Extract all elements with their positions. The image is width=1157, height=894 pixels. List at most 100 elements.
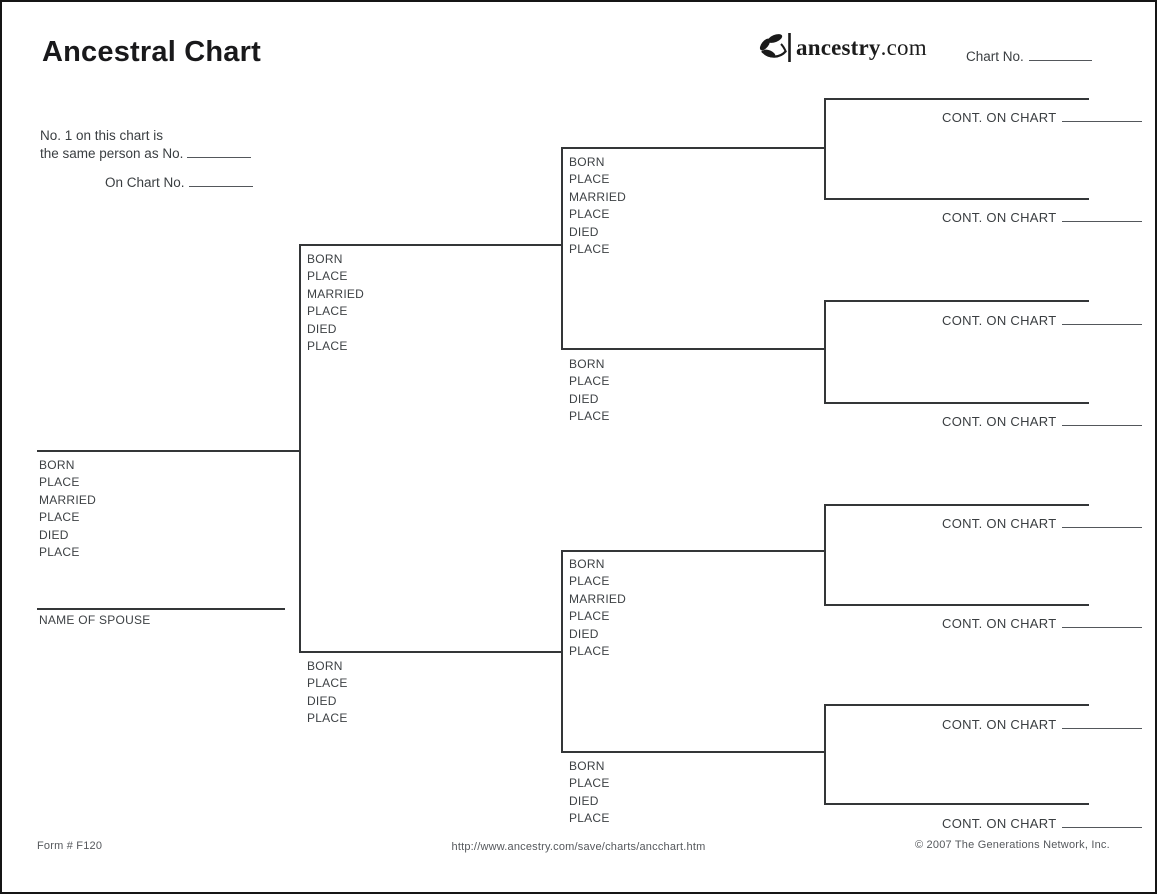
field-label: PLACE [569, 374, 610, 389]
field-label: MARRIED [39, 492, 97, 507]
line-grandfather-maternal [562, 550, 826, 552]
cont-on-chart-row-1: CONT. ON CHART [942, 109, 1143, 125]
cont-chart-number-field-6[interactable] [1062, 615, 1143, 628]
field-label: BORN [569, 357, 605, 371]
field-label: BORN [569, 759, 605, 773]
field-label: DIED [569, 391, 599, 406]
grandfather-maternal-field-labels: BORN PLACE MARRIED PLACE DIED PLACE [569, 556, 626, 660]
line-grandmother-maternal [562, 751, 826, 753]
cont-on-chart-label: CONT. ON CHART [942, 717, 1057, 732]
name-of-spouse-label: NAME OF SPOUSE [39, 613, 151, 627]
cont-on-chart-label: CONT. ON CHART [942, 414, 1057, 429]
field-label: DIED [307, 693, 337, 708]
footer-copyright: © 2007 The Generations Network, Inc. [915, 839, 1110, 851]
field-label: PLACE [569, 172, 610, 187]
on-chart-no-field[interactable] [188, 174, 253, 187]
cont-chart-number-field-4[interactable] [1062, 413, 1143, 426]
field-label: BORN [307, 252, 343, 266]
intro-line-2: the same person as No. [40, 145, 253, 163]
line-mother [300, 651, 563, 653]
cont-on-chart-label: CONT. ON CHART [942, 616, 1057, 631]
field-label: PLACE [569, 242, 610, 257]
ancestry-logo: ancestry.com [757, 31, 927, 65]
cont-on-chart-row-2: CONT. ON CHART [942, 209, 1143, 225]
page-title: Ancestral Chart [42, 36, 261, 68]
bracket-gen2 [299, 244, 301, 653]
line-greatgrandparent-4 [825, 402, 1089, 404]
line-greatgrandparent-6 [825, 604, 1089, 606]
cont-chart-number-field-5[interactable] [1062, 515, 1143, 528]
cont-on-chart-row-6: CONT. ON CHART [942, 615, 1143, 631]
bracket-gen4-1 [824, 98, 826, 200]
field-label: MARRIED [569, 591, 627, 606]
cont-chart-number-field-2[interactable] [1062, 209, 1143, 222]
brand-name: ancestry [796, 35, 881, 60]
field-label: DIED [569, 793, 599, 808]
field-label: PLACE [307, 339, 348, 354]
cont-chart-number-field-1[interactable] [1062, 109, 1143, 122]
chart-no-field[interactable] [1028, 48, 1092, 61]
footer-form-number: Form # F120 [37, 840, 103, 852]
cont-on-chart-label: CONT. ON CHART [942, 313, 1057, 328]
brand-tld: .com [880, 35, 927, 60]
line-father [300, 244, 563, 246]
field-label: DIED [307, 321, 337, 336]
bracket-gen3-maternal [561, 550, 563, 753]
field-label: PLACE [307, 676, 348, 691]
bracket-gen4-2 [824, 300, 826, 404]
intro-line-1: No. 1 on this chart is [40, 128, 164, 143]
field-label: PLACE [39, 545, 80, 560]
line-greatgrandparent-1 [825, 98, 1089, 100]
line-greatgrandparent-8 [825, 803, 1089, 805]
field-label: PLACE [569, 409, 610, 424]
field-label: BORN [307, 659, 343, 673]
mother-field-labels: BORN PLACE DIED PLACE [307, 658, 348, 728]
bracket-gen4-4 [824, 704, 826, 805]
field-label: PLACE [569, 574, 610, 589]
chart-no-label: Chart No. [966, 49, 1024, 64]
line-spouse [37, 608, 285, 610]
field-label: PLACE [569, 644, 610, 659]
field-label: PLACE [39, 475, 80, 490]
line-greatgrandparent-2 [825, 198, 1089, 200]
field-label: DIED [569, 626, 599, 641]
bracket-gen4-3 [824, 504, 826, 606]
field-label: MARRIED [307, 286, 365, 301]
cont-on-chart-label: CONT. ON CHART [942, 210, 1057, 225]
cont-chart-number-field-7[interactable] [1062, 716, 1143, 729]
line-person1 [37, 450, 300, 452]
field-label: BORN [569, 155, 605, 169]
grandfather-paternal-field-labels: BORN PLACE MARRIED PLACE DIED PLACE [569, 154, 626, 258]
field-label: PLACE [307, 269, 348, 284]
field-label: PLACE [569, 207, 610, 222]
footer-url: http://www.ancestry.com/save/charts/ancc… [451, 841, 706, 853]
line-greatgrandparent-7 [825, 704, 1089, 706]
field-label: PLACE [569, 609, 610, 624]
line-grandfather-paternal [562, 147, 826, 149]
grandmother-paternal-field-labels: BORN PLACE DIED PLACE [569, 356, 610, 426]
cont-on-chart-row-8: CONT. ON CHART [942, 815, 1143, 831]
field-label: MARRIED [569, 189, 627, 204]
cont-on-chart-row-3: CONT. ON CHART [942, 312, 1143, 328]
ancestry-leaf-icon [759, 33, 791, 62]
line-greatgrandparent-3 [825, 300, 1089, 302]
same-person-no-field[interactable] [187, 145, 252, 158]
field-label: BORN [569, 557, 605, 571]
field-label: PLACE [307, 711, 348, 726]
cont-chart-number-field-3[interactable] [1062, 312, 1143, 325]
intro-note: No. 1 on this chart is the same person a… [40, 127, 253, 192]
cont-on-chart-row-5: CONT. ON CHART [942, 515, 1143, 531]
intro-line-2-text: the same person as No. [40, 145, 184, 161]
line-grandmother-paternal [562, 348, 826, 350]
bracket-gen3-paternal [561, 147, 563, 350]
cont-chart-number-field-8[interactable] [1062, 815, 1143, 828]
field-label: PLACE [569, 811, 610, 826]
cont-on-chart-row-4: CONT. ON CHART [942, 413, 1143, 429]
line-greatgrandparent-5 [825, 504, 1089, 506]
field-label: DIED [569, 224, 599, 239]
ancestry-logotype: ancestry.com [796, 35, 927, 61]
